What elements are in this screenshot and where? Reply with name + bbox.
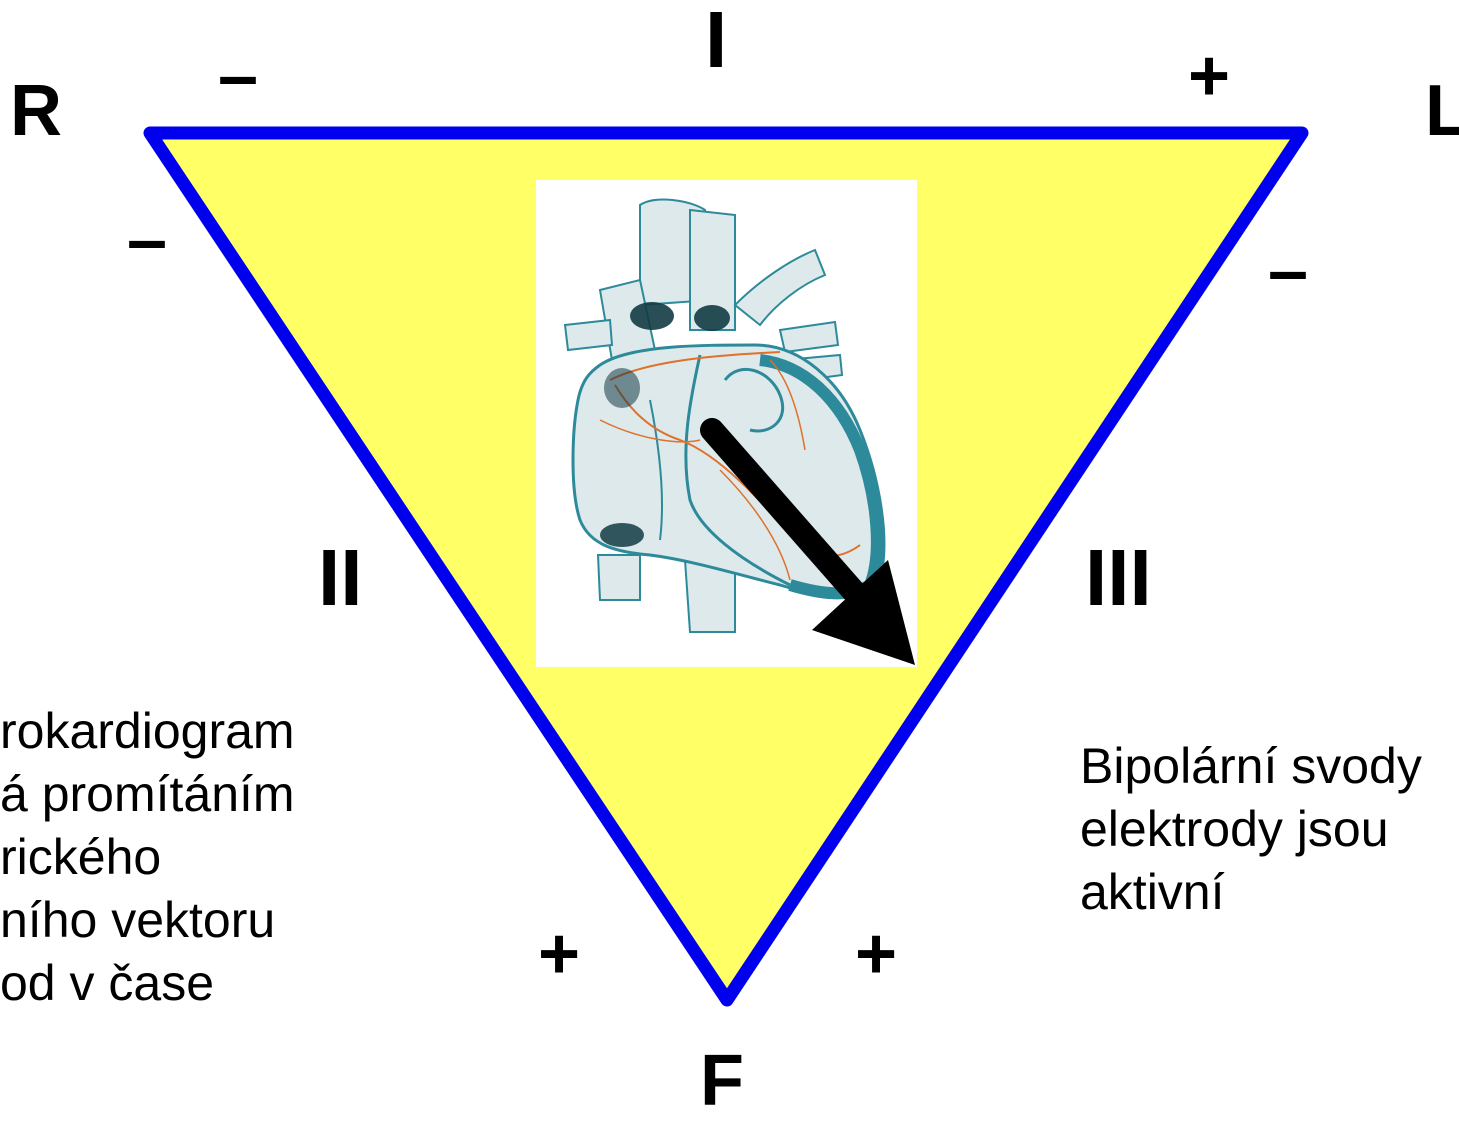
right-text-line: elektrody jsou (1080, 798, 1459, 861)
corner-label-left-arm: L (1425, 75, 1459, 147)
lead3-positive-sign: + (855, 918, 897, 990)
lead-label-iii: III (1085, 538, 1152, 618)
corner-label-right-arm: R (10, 75, 62, 147)
left-text-line: od v čase (0, 952, 295, 1015)
corner-label-foot: F (700, 1045, 744, 1117)
lead-label-i: I (705, 0, 727, 80)
left-text-line: ního vektoru (0, 889, 295, 952)
right-text-line: aktivní (1080, 861, 1459, 924)
left-text-line: rického (0, 826, 295, 889)
lead-label-ii: II (318, 538, 362, 618)
left-description-text: rokardiogram á promítáním rického ního v… (0, 700, 295, 1015)
right-description-text: Bipolární svody elektrody jsou aktivní (1080, 735, 1459, 924)
lead2-negative-sign: – (127, 204, 167, 276)
right-text-line: Bipolární svody (1080, 735, 1459, 798)
lead1-positive-sign: + (1188, 40, 1230, 112)
lead2-positive-sign: + (538, 918, 580, 990)
left-text-line: rokardiogram (0, 700, 295, 763)
lead1-negative-sign: – (218, 40, 258, 112)
left-text-line: á promítáním (0, 763, 295, 826)
lead3-negative-sign: – (1268, 235, 1308, 307)
